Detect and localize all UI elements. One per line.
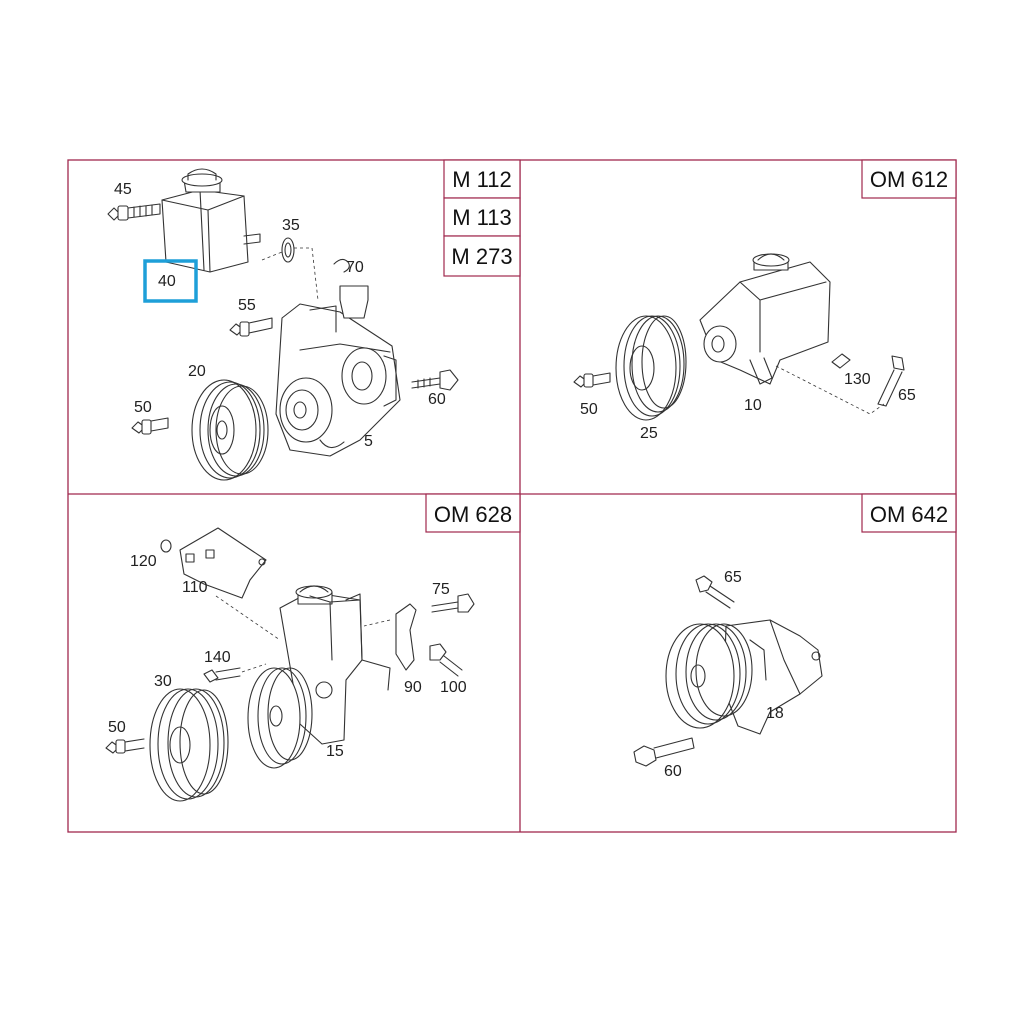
callout-60[interactable]: 60	[664, 763, 682, 780]
callout-40[interactable]: 40	[158, 273, 176, 290]
bolt-65[interactable]	[695, 575, 735, 609]
bolt-45[interactable]	[107, 203, 161, 221]
callout-110[interactable]: 110	[182, 579, 208, 596]
clip-70[interactable]	[333, 258, 350, 273]
callout-60[interactable]: 60	[428, 391, 446, 408]
engine-code-m112: M 112	[452, 167, 512, 192]
pulley-20[interactable]	[191, 379, 269, 481]
callout-65[interactable]: 65	[724, 569, 742, 586]
power-steering-pump-15[interactable]	[247, 585, 391, 769]
clip-130[interactable]	[831, 353, 851, 369]
power-steering-pump-10[interactable]	[699, 253, 831, 385]
pulley-25[interactable]	[615, 315, 687, 421]
callout-50[interactable]: 50	[134, 399, 152, 416]
callout-65[interactable]: 65	[898, 387, 916, 404]
reservoir-40[interactable]	[161, 168, 261, 273]
pulley-30[interactable]	[149, 688, 229, 802]
callout-35[interactable]: 35	[282, 217, 300, 234]
engine-code-m113: M 113	[452, 205, 512, 230]
callout-45[interactable]: 45	[114, 181, 132, 198]
callout-70[interactable]: 70	[346, 259, 364, 276]
power-steering-pump-5[interactable]	[275, 285, 401, 457]
bolt-55[interactable]	[229, 317, 273, 337]
seal-ring-35[interactable]	[281, 237, 295, 263]
bolt-50[interactable]	[105, 738, 145, 754]
panel-bottom-left: OM 628	[105, 493, 521, 802]
callout-130[interactable]: 130	[844, 371, 871, 388]
callout-50[interactable]: 50	[108, 719, 126, 736]
panel-top-left: M 112 M 113 M 273	[107, 159, 521, 481]
highlight-box-40	[143, 259, 198, 303]
engine-code-om612: OM 612	[870, 167, 948, 192]
bolt-65[interactable]	[877, 355, 905, 407]
callout-5[interactable]: 5	[364, 433, 373, 450]
washer-120[interactable]	[160, 539, 172, 553]
callout-18[interactable]: 18	[766, 705, 784, 722]
bolt-60[interactable]	[411, 369, 459, 391]
callout-15[interactable]: 15	[326, 743, 344, 760]
engine-code-om642: OM 642	[870, 502, 948, 527]
engine-code-m273: M 273	[451, 244, 512, 269]
bracket-90[interactable]	[395, 603, 417, 671]
callout-50[interactable]: 50	[580, 401, 598, 418]
bolt-60[interactable]	[633, 737, 695, 767]
panel-bottom-right: OM 642 65 18 60	[633, 493, 957, 780]
callout-10[interactable]: 10	[744, 397, 762, 414]
callout-75[interactable]: 75	[432, 581, 450, 598]
bolt-100[interactable]	[429, 643, 463, 677]
bolt-140[interactable]	[203, 667, 241, 683]
power-steering-pump-18[interactable]	[665, 619, 823, 735]
callout-120[interactable]: 120	[130, 553, 157, 570]
callout-30[interactable]: 30	[154, 673, 172, 690]
callout-25[interactable]: 25	[640, 425, 658, 442]
bolt-75[interactable]	[431, 593, 475, 613]
bolt-50[interactable]	[131, 417, 169, 435]
callout-90[interactable]: 90	[404, 679, 422, 696]
panel-top-right: OM 612	[573, 159, 957, 442]
bolt-50[interactable]	[573, 372, 611, 388]
callout-20[interactable]: 20	[188, 363, 206, 380]
callout-140[interactable]: 140	[204, 649, 231, 666]
bracket-110[interactable]	[179, 527, 267, 599]
callout-55[interactable]: 55	[238, 297, 256, 314]
engine-code-om628: OM 628	[434, 502, 512, 527]
callout-100[interactable]: 100	[440, 679, 467, 696]
